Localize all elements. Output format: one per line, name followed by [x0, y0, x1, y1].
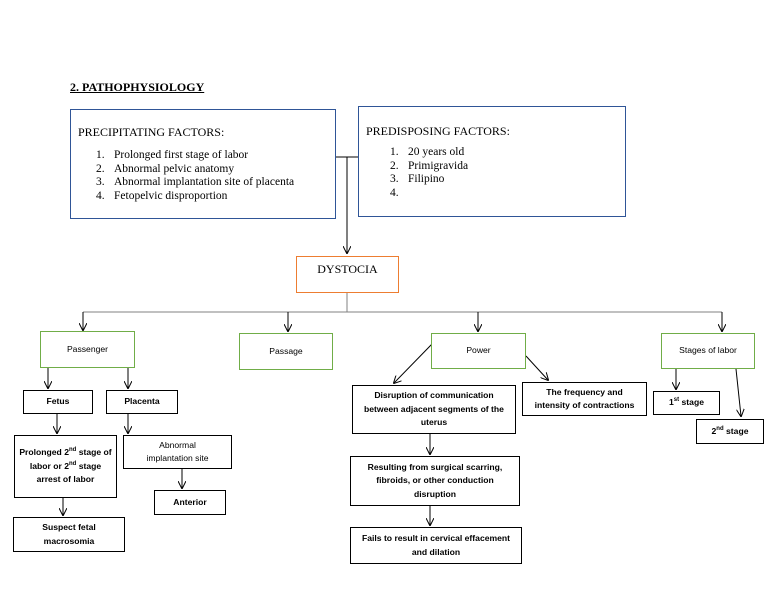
passenger-label: Passenger: [66, 343, 109, 354]
list-item: 3.Abnormal implantation site of placenta: [96, 176, 295, 188]
predisposing-list: 1.20 years old 2.Primigravida 3.Filipino…: [390, 146, 468, 200]
prolonged-stage-node: Prolonged 2nd stage of labor or 2nd stag…: [14, 435, 117, 498]
fails-label: Fails to result in cervical effacement a…: [361, 533, 511, 557]
disruption-label: Disruption of communication between adja…: [364, 390, 504, 428]
disruption-node: Disruption of communication between adja…: [352, 385, 516, 434]
predisposing-title: PREDISPOSING FACTORS:: [366, 124, 510, 138]
resulting-node: Resulting from surgical scarring, fibroi…: [350, 456, 520, 506]
frequency-node: The frequency and intensity of contracti…: [522, 382, 647, 416]
list-item: 1.Prolonged first stage of labor: [96, 149, 249, 161]
list-item: 1.20 years old: [390, 146, 465, 158]
macrosomia-label: Suspect fetal macrosomia: [42, 522, 96, 546]
power-to-disruption-line: [394, 343, 433, 383]
placenta-node: Placenta: [106, 390, 178, 414]
fails-node: Fails to result in cervical effacement a…: [350, 527, 522, 564]
stages-node: Stages of labor: [661, 333, 755, 369]
predisposing-factors-box: PREDISPOSING FACTORS: 1.20 years old 2.P…: [358, 106, 626, 217]
fetus-node: Fetus: [23, 390, 93, 414]
second-stage-node: 2nd stage: [696, 419, 764, 444]
power-node: Power: [431, 333, 526, 369]
anterior-node: Anterior: [154, 490, 226, 515]
second-stage-label: 2nd stage: [711, 425, 749, 436]
anterior-label: Anterior: [173, 496, 207, 507]
precipitating-list: 1.Prolonged first stage of labor 2.Abnor…: [96, 149, 294, 203]
prolonged-stage-label: Prolonged 2nd stage of labor or 2nd stag…: [19, 447, 112, 485]
passage-label: Passage: [269, 345, 303, 356]
placenta-label: Placenta: [124, 396, 160, 407]
precipitating-title: PRECIPITATING FACTORS:: [78, 125, 225, 139]
resulting-label: Resulting from surgical scarring, fibroi…: [367, 461, 503, 499]
precipitating-factors-box: PRECIPITATING FACTORS: 1.Prolonged first…: [70, 109, 336, 219]
abnormal-implantation-node: Abnormal implantation site: [123, 435, 232, 469]
list-item: 4.: [390, 186, 399, 199]
list-item: 2.Primigravida: [390, 159, 469, 172]
dystocia-node: DYSTOCIA: [296, 256, 399, 293]
power-to-frequency-line: [525, 355, 548, 380]
dystocia-label: DYSTOCIA: [317, 262, 378, 276]
abnormal-implantation-label: Abnormal implantation site: [146, 439, 209, 464]
passage-node: Passage: [239, 333, 333, 370]
list-item: 2.Abnormal pelvic anatomy: [96, 162, 235, 175]
list-item: 4.Fetopelvic disproportion: [96, 189, 228, 202]
list-item: 3.Filipino: [390, 173, 445, 185]
stages-to-second-line: [735, 368, 741, 416]
stages-label: Stages of labor: [679, 345, 737, 356]
page-heading: 2. PATHOPHYSIOLOGY: [70, 80, 205, 94]
macrosomia-node: Suspect fetal macrosomia: [13, 517, 125, 552]
frequency-label: The frequency and intensity of contracti…: [534, 386, 635, 411]
first-stage-label: 1st stage: [669, 397, 704, 408]
passenger-node: Passenger: [40, 331, 135, 368]
fetus-label: Fetus: [46, 396, 70, 407]
power-label: Power: [466, 345, 491, 356]
first-stage-node: 1st stage: [653, 391, 720, 415]
